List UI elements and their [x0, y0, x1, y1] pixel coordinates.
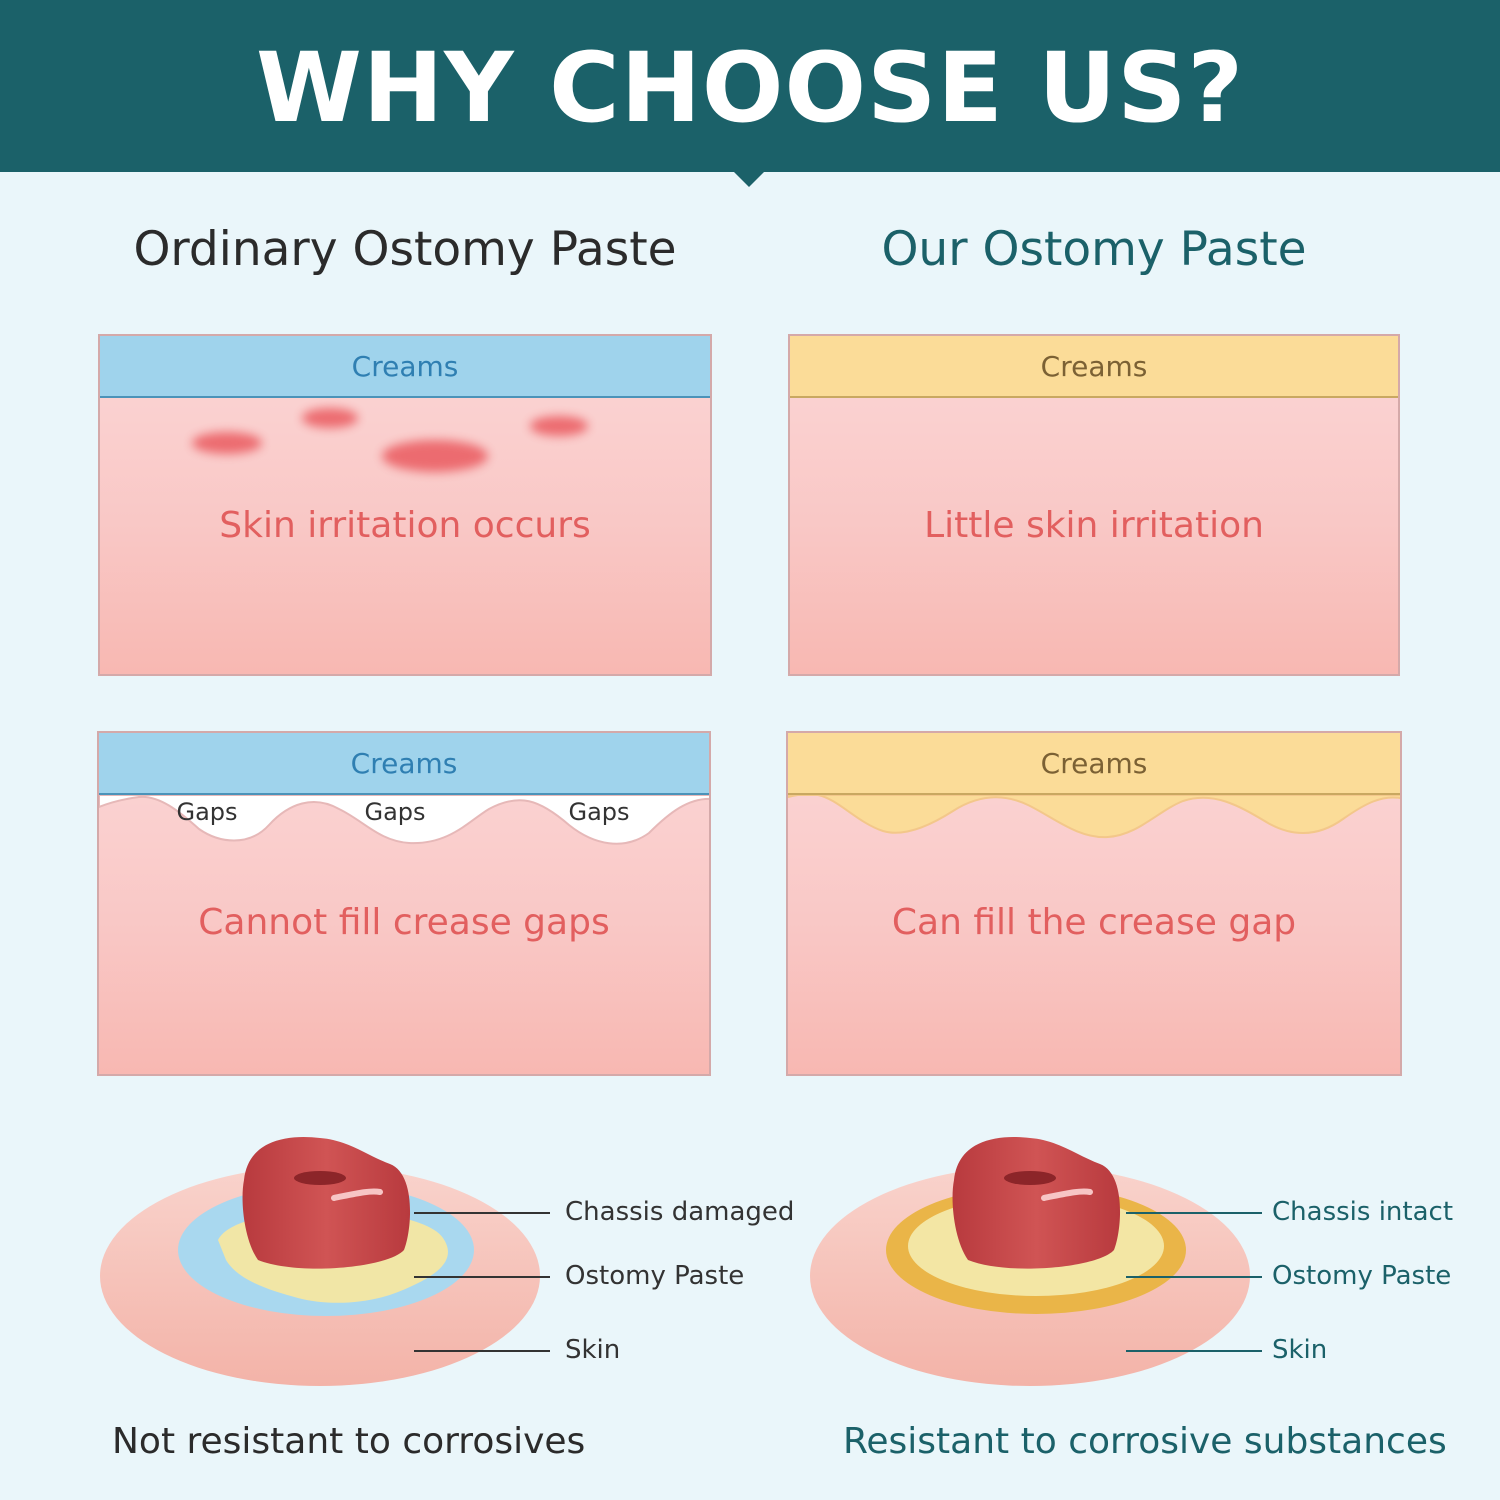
ours-irritation-panel: Creams Little skin irritation	[788, 334, 1400, 676]
ordinary-stoma-diagram	[100, 1136, 540, 1386]
callout-line	[414, 1212, 550, 1214]
header-pointer	[732, 170, 766, 187]
panel-caption: Cannot fill crease gaps	[198, 902, 610, 943]
callout-label: Ostomy Paste	[1272, 1261, 1452, 1291]
callout-line	[414, 1350, 550, 1352]
callout-line	[1126, 1276, 1262, 1278]
callout-label: Skin	[1272, 1335, 1328, 1365]
ordinary-gaps-panel: Creams Gaps Gaps Gaps Cannot fill crease…	[97, 731, 711, 1076]
stoma-opening	[1004, 1171, 1056, 1185]
panel-caption: Can fill the crease gap	[891, 902, 1297, 943]
stoma-highlight	[1041, 1188, 1093, 1201]
gap-label: Gaps	[364, 798, 426, 826]
irritation-spot	[382, 440, 488, 472]
stoma-opening	[294, 1171, 346, 1185]
irritation-spot	[530, 416, 588, 436]
cream-layer-label: Creams	[100, 336, 710, 398]
ours-gaps-panel: Creams Can fill the crease gap	[786, 731, 1402, 1076]
irritation-spot	[302, 408, 358, 428]
cream-layer-label: Creams	[99, 733, 709, 795]
callout-line	[1126, 1350, 1262, 1352]
callout-line	[414, 1276, 550, 1278]
ordinary-irritation-panel: Creams Skin irritation occurs	[98, 334, 712, 676]
header-banner: WHY CHOOSE US?	[0, 0, 1500, 172]
callout-label: Skin	[565, 1335, 621, 1365]
panel-caption: Skin irritation occurs	[219, 505, 591, 546]
panel-caption: Little skin irritation	[924, 505, 1264, 546]
filled-crease-shape	[788, 793, 1400, 839]
cream-layer-label: Creams	[790, 336, 1398, 398]
gap-label: Gaps	[176, 798, 238, 826]
ours-column-title: Our Ostomy Paste	[881, 222, 1307, 277]
callout-line	[1126, 1212, 1262, 1214]
gap-label: Gaps	[568, 798, 630, 826]
ordinary-diagram-caption: Not resistant to corrosives	[112, 1421, 586, 1462]
stoma-highlight	[331, 1188, 383, 1201]
callout-label: Chassis intact	[1272, 1197, 1454, 1227]
ours-stoma-diagram	[810, 1136, 1250, 1386]
stoma	[242, 1136, 411, 1269]
page-title: WHY CHOOSE US?	[255, 32, 1245, 144]
ordinary-column-title: Ordinary Ostomy Paste	[133, 222, 677, 277]
irritation-spot	[192, 432, 262, 454]
callout-label: Ostomy Paste	[565, 1261, 745, 1291]
stoma	[952, 1136, 1121, 1269]
callout-label: Chassis damaged	[565, 1197, 795, 1227]
cream-layer-label: Creams	[788, 733, 1400, 795]
ours-diagram-caption: Resistant to corrosive substances	[843, 1421, 1447, 1462]
skin-crease-illustration	[788, 793, 1400, 839]
crease-gap-shape	[99, 794, 709, 845]
skin-crease-illustration	[99, 794, 709, 845]
